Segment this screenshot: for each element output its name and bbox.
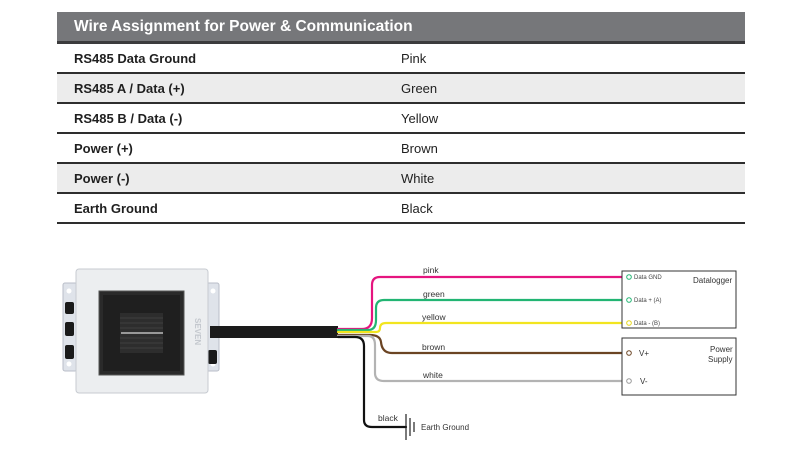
row-color: Green <box>401 80 438 96</box>
cable-jacket <box>210 326 338 338</box>
terminal-icon <box>626 378 632 384</box>
connector-icon <box>65 302 74 314</box>
earth-ground-icon <box>405 414 415 440</box>
table-row: RS485 A / Data (+) Green <box>57 74 745 104</box>
table-row: RS485 B / Data (-) Yellow <box>57 104 745 134</box>
mount-hole-icon <box>66 288 72 294</box>
pink-wire-label: pink <box>423 265 439 275</box>
yellow-wire <box>336 321 628 334</box>
yellow-wire-label: yellow <box>422 312 446 322</box>
terminal-label: Data - (B) <box>634 321 660 327</box>
datalogger-title: Datalogger <box>693 276 732 285</box>
row-color: Brown <box>401 140 438 156</box>
wire-assignment-table: Wire Assignment for Power & Communicatio… <box>57 12 745 224</box>
table-row: Power (-) White <box>57 164 745 194</box>
terminal-label: V- <box>640 377 648 386</box>
brown-wire-label: brown <box>422 342 445 352</box>
row-color: Black <box>401 200 433 216</box>
connector-icon <box>65 345 74 359</box>
row-color: Yellow <box>401 110 439 126</box>
terminal-icon <box>626 320 632 326</box>
row-function: Earth Ground <box>74 200 158 216</box>
sensor-grid-icon <box>120 313 163 353</box>
white-wire-label: white <box>422 370 443 380</box>
black-wire-label: black <box>378 413 399 423</box>
earth-ground-label: Earth Ground <box>421 423 469 432</box>
power-supply-title-2: Supply <box>708 355 732 364</box>
brown-wire <box>336 333 628 355</box>
green-wire <box>336 298 628 332</box>
table-row: RS485 Data Ground Pink <box>57 44 745 74</box>
row-function: RS485 B / Data (-) <box>74 110 183 126</box>
mount-hole-icon <box>66 361 72 367</box>
row-function: RS485 A / Data (+) <box>74 80 185 96</box>
row-color: White <box>401 170 435 186</box>
table-row: Power (+) Brown <box>57 134 745 164</box>
pink-wire <box>336 275 628 331</box>
row-function: Power (-) <box>74 170 130 186</box>
row-color: Pink <box>401 50 427 66</box>
white-wire <box>336 334 628 383</box>
table-row: Earth Ground Black <box>57 194 745 224</box>
terminal-icon <box>626 350 632 356</box>
mount-hole-icon <box>210 288 216 294</box>
table-title: Wire Assignment for Power & Communicatio… <box>57 12 745 44</box>
connector-icon <box>208 350 217 364</box>
terminal-icon <box>626 274 632 280</box>
datalogger-box: Datalogger Data GND Data + (A) Data - (B… <box>621 270 737 329</box>
black-wire <box>336 335 408 429</box>
terminal-label: V+ <box>639 349 649 358</box>
power-supply-title-1: Power <box>710 345 733 354</box>
sensor-device: SEVEN <box>62 268 220 394</box>
terminal-label: Data GND <box>634 275 662 281</box>
power-supply-box: Power Supply V+ V- <box>621 337 737 396</box>
brand-label: SEVEN <box>193 318 202 345</box>
connector-icon <box>65 322 74 336</box>
terminal-label: Data + (A) <box>634 298 662 304</box>
terminal-icon <box>626 297 632 303</box>
row-function: RS485 Data Ground <box>74 50 197 66</box>
green-wire-label: green <box>423 289 445 299</box>
row-function: Power (+) <box>74 140 133 156</box>
